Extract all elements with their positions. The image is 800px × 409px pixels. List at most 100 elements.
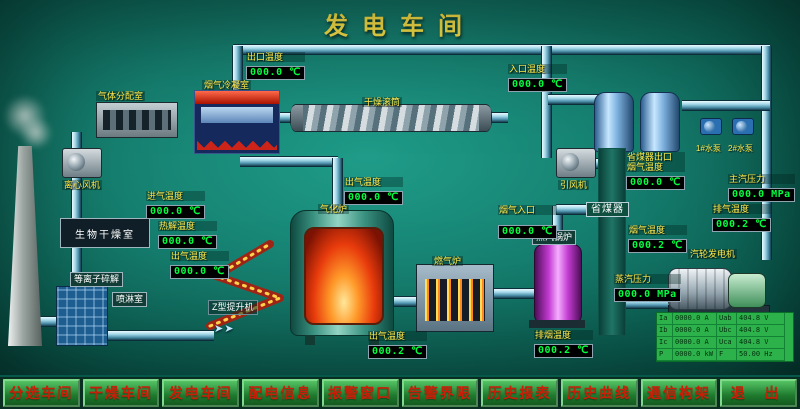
reading-fluegas-inlet: 烟气入口 000.0 ℃ bbox=[498, 205, 557, 239]
reading-gasifier-outlet-temp: 出气温度 000.0 ℃ bbox=[344, 177, 403, 205]
reading-value: 000.2 ℃ bbox=[534, 344, 593, 358]
reading-value: 000.0 MPa bbox=[728, 188, 795, 202]
gas-furnace bbox=[416, 264, 494, 332]
gasifier-flame-icon bbox=[304, 227, 384, 325]
reading-label: 排烟温度 bbox=[534, 330, 593, 340]
reading-furnace-outlet-temp: 出气温度 000.2 ℃ bbox=[368, 331, 427, 359]
z-elevator-label: Z型提升机 bbox=[208, 300, 258, 315]
reading-value: 000.0 MPa bbox=[614, 288, 681, 302]
table-cell: Ia bbox=[657, 313, 673, 325]
reading-label: 入口温度 bbox=[508, 64, 567, 74]
condenser-label: 烟气冷凝室 bbox=[202, 80, 252, 90]
generator-end bbox=[728, 273, 766, 308]
centrifugal-fan-label: 离心风机 bbox=[62, 180, 103, 190]
menu-power-workshop[interactable]: 发电车间 bbox=[162, 379, 240, 407]
table-cell: 404.8 V bbox=[737, 313, 785, 325]
reading-value: 000.2 ℃ bbox=[712, 218, 771, 232]
condenser-cone-row-icon bbox=[197, 128, 277, 150]
reading-value: 000.0 ℃ bbox=[146, 205, 205, 219]
pump2-label: 2#水泵 bbox=[728, 144, 753, 153]
induced-draft-fan bbox=[556, 148, 596, 178]
gasifier-label: 气化炉 bbox=[318, 204, 350, 214]
pipe bbox=[276, 112, 292, 123]
reading-label: 烟气温度 bbox=[628, 225, 687, 235]
reading-label: 出气温度 bbox=[344, 177, 403, 187]
distribution-slats-icon bbox=[103, 110, 171, 130]
menu-alarm-window[interactable]: 报警窗口 bbox=[321, 379, 399, 407]
pipe bbox=[556, 204, 600, 215]
pipe bbox=[240, 156, 338, 167]
condenser-cap bbox=[195, 91, 279, 104]
flue-gas-condenser bbox=[194, 90, 280, 154]
reading-value: 000.2 ℃ bbox=[628, 239, 687, 253]
reading-value: 000.2 ℃ bbox=[368, 345, 427, 359]
table-cell: Ib bbox=[657, 325, 673, 337]
reading-label: 烟气温度 bbox=[626, 162, 685, 172]
table-cell: 404.8 V bbox=[737, 325, 785, 337]
flow-arrow-icon: ➤➤ bbox=[214, 323, 235, 335]
menu-history-report[interactable]: 历史报表 bbox=[481, 379, 558, 407]
reading-label: 出口温度 bbox=[246, 52, 305, 62]
gasifier-leg bbox=[369, 335, 379, 345]
reading-main-steam-pressure: 主汽压力 000.0 MPa bbox=[728, 174, 795, 202]
steam-boiler bbox=[534, 244, 582, 324]
mimic-area: 发电车间 气体分配室 烟气冷凝室 干燥滚筒 离心风机 引风机 1#水泵 bbox=[0, 0, 800, 375]
reading-economizer-outlet-temp: 省煤器出口 烟气温度 000.0 ℃ bbox=[626, 152, 685, 190]
drying-drum bbox=[290, 104, 492, 132]
water-tank bbox=[640, 92, 680, 152]
reading-label: 省煤器出口 bbox=[626, 152, 685, 162]
table-cell: P bbox=[657, 349, 673, 361]
reading-value: 000.0 ℃ bbox=[170, 265, 229, 279]
menu-exit[interactable]: 退 出 bbox=[720, 379, 798, 407]
smoke-puff bbox=[18, 118, 54, 148]
menu-sorting-workshop[interactable]: 分选车间 bbox=[3, 379, 80, 407]
reading-label: 蒸汽压力 bbox=[614, 274, 681, 284]
reading-value: 000.0 ℃ bbox=[246, 66, 305, 80]
water-tank bbox=[594, 92, 634, 152]
reading-fluegas-temp: 烟气温度 000.2 ℃ bbox=[628, 225, 687, 253]
reading-label: 烟气入口 bbox=[498, 205, 557, 215]
menu-comm-framework[interactable]: 通信构架 bbox=[640, 379, 718, 407]
reading-value: 000.0 ℃ bbox=[344, 191, 403, 205]
reading-value: 000.0 ℃ bbox=[498, 225, 557, 239]
gas-furnace-label: 燃气炉 bbox=[432, 256, 464, 266]
pipe bbox=[390, 296, 420, 307]
table-cell: Uab bbox=[717, 313, 737, 325]
plasma-label: 等离子碎解 bbox=[70, 272, 124, 287]
spray-room bbox=[56, 286, 108, 346]
boiler-base bbox=[529, 320, 585, 328]
reading-pyrolysis-temp: 热解温度 000.0 ℃ bbox=[158, 221, 217, 249]
drum-label: 干燥滚筒 bbox=[362, 97, 403, 107]
reading-exhaust-temp: 排气温度 000.2 ℃ bbox=[712, 204, 771, 232]
reading-label: 主汽压力 bbox=[728, 174, 795, 184]
water-pump-2 bbox=[732, 118, 754, 135]
pipe bbox=[71, 246, 82, 288]
menu-alarm-limits[interactable]: 告警界限 bbox=[401, 379, 479, 407]
generator-parameters-table: Ia 0000.0 A Uab 404.8 V Ib 0000.0 A Ubc … bbox=[656, 312, 794, 362]
table-cell: 50.00 Hz bbox=[737, 349, 785, 361]
reading-value: 000.0 ℃ bbox=[158, 235, 217, 249]
gas-distribution-room bbox=[96, 102, 178, 138]
pipe bbox=[38, 316, 58, 327]
table-cell: F bbox=[717, 349, 737, 361]
reading-label: 进气温度 bbox=[146, 191, 205, 201]
bottom-menu: 分选车间 干燥车间 发电车间 配电信息 报警窗口 告警界限 历史报表 历史曲线 … bbox=[0, 375, 800, 409]
reading-label: 出气温度 bbox=[170, 251, 229, 261]
induced-fan-label: 引风机 bbox=[558, 180, 590, 190]
pipe bbox=[761, 46, 772, 260]
table-cell: Ic bbox=[657, 337, 673, 349]
reading-boiler-exhaust-temp: 排烟温度 000.2 ℃ bbox=[534, 330, 593, 358]
menu-history-curve[interactable]: 历史曲线 bbox=[560, 379, 638, 407]
pipe bbox=[682, 100, 770, 111]
menu-drying-workshop[interactable]: 干燥车间 bbox=[82, 379, 160, 407]
spray-label: 喷淋室 bbox=[112, 292, 148, 307]
pipe bbox=[490, 288, 536, 299]
reading-inlet-temp: 入口温度 000.0 ℃ bbox=[508, 64, 567, 92]
menu-distribution-info[interactable]: 配电信息 bbox=[242, 379, 319, 407]
turbine-label: 汽轮发电机 bbox=[688, 249, 738, 259]
centrifugal-fan bbox=[62, 148, 102, 178]
table-cell: 404.8 V bbox=[737, 337, 785, 349]
table-cell: 0000.0 kW bbox=[673, 349, 717, 361]
condenser-window bbox=[201, 107, 273, 123]
table-cell: Ubc bbox=[717, 325, 737, 337]
